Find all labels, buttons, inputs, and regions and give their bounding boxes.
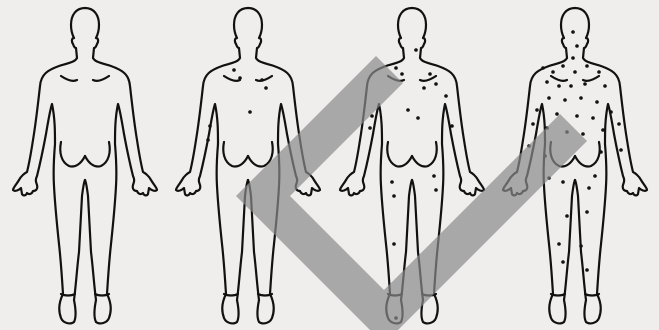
spot — [434, 82, 438, 86]
spot — [414, 48, 418, 52]
spot — [406, 108, 410, 112]
spot — [563, 98, 567, 102]
spot — [587, 186, 591, 190]
spot — [434, 188, 438, 192]
spot — [551, 70, 555, 74]
spot — [555, 112, 559, 116]
spot — [535, 108, 539, 112]
spot — [260, 78, 264, 82]
spot — [400, 72, 404, 76]
spot — [579, 96, 583, 100]
spot — [575, 44, 579, 48]
spot — [585, 268, 589, 272]
spot — [232, 68, 236, 72]
spot — [569, 84, 573, 88]
spot — [208, 124, 212, 128]
body-figure-1 — [13, 8, 157, 323]
spot — [619, 148, 623, 152]
spot — [585, 64, 589, 68]
spot — [428, 72, 432, 76]
spot — [561, 180, 565, 184]
spot — [238, 76, 242, 80]
spot — [585, 210, 589, 214]
spot — [557, 84, 561, 88]
spot — [601, 128, 605, 132]
spot — [617, 122, 621, 126]
spot — [547, 96, 551, 100]
spot — [416, 116, 420, 120]
spot — [581, 132, 585, 136]
spot — [571, 30, 575, 34]
spot — [541, 66, 545, 70]
spot — [368, 126, 372, 130]
spot — [531, 122, 535, 126]
spot — [609, 110, 613, 114]
spot — [422, 86, 426, 90]
spot — [595, 100, 599, 104]
spot — [573, 70, 577, 74]
spot — [545, 80, 549, 84]
spot — [583, 82, 587, 86]
spot — [561, 260, 565, 264]
spot — [565, 214, 569, 218]
spot — [561, 64, 565, 68]
spot — [390, 180, 394, 184]
checkmark-watermark-icon — [236, 56, 587, 330]
spot — [206, 138, 210, 142]
spot — [593, 174, 597, 178]
spot — [599, 150, 603, 154]
spot — [392, 242, 396, 246]
spot — [432, 174, 436, 178]
spot — [597, 70, 601, 74]
spot — [394, 66, 398, 70]
spot — [248, 110, 252, 114]
spot — [603, 84, 607, 88]
spot — [579, 244, 583, 248]
spot — [264, 86, 268, 90]
spot — [575, 114, 579, 118]
spot — [591, 116, 595, 120]
spot — [444, 94, 448, 98]
spot — [557, 242, 561, 246]
spot — [571, 56, 575, 60]
spot — [450, 124, 454, 128]
spot — [392, 194, 396, 198]
